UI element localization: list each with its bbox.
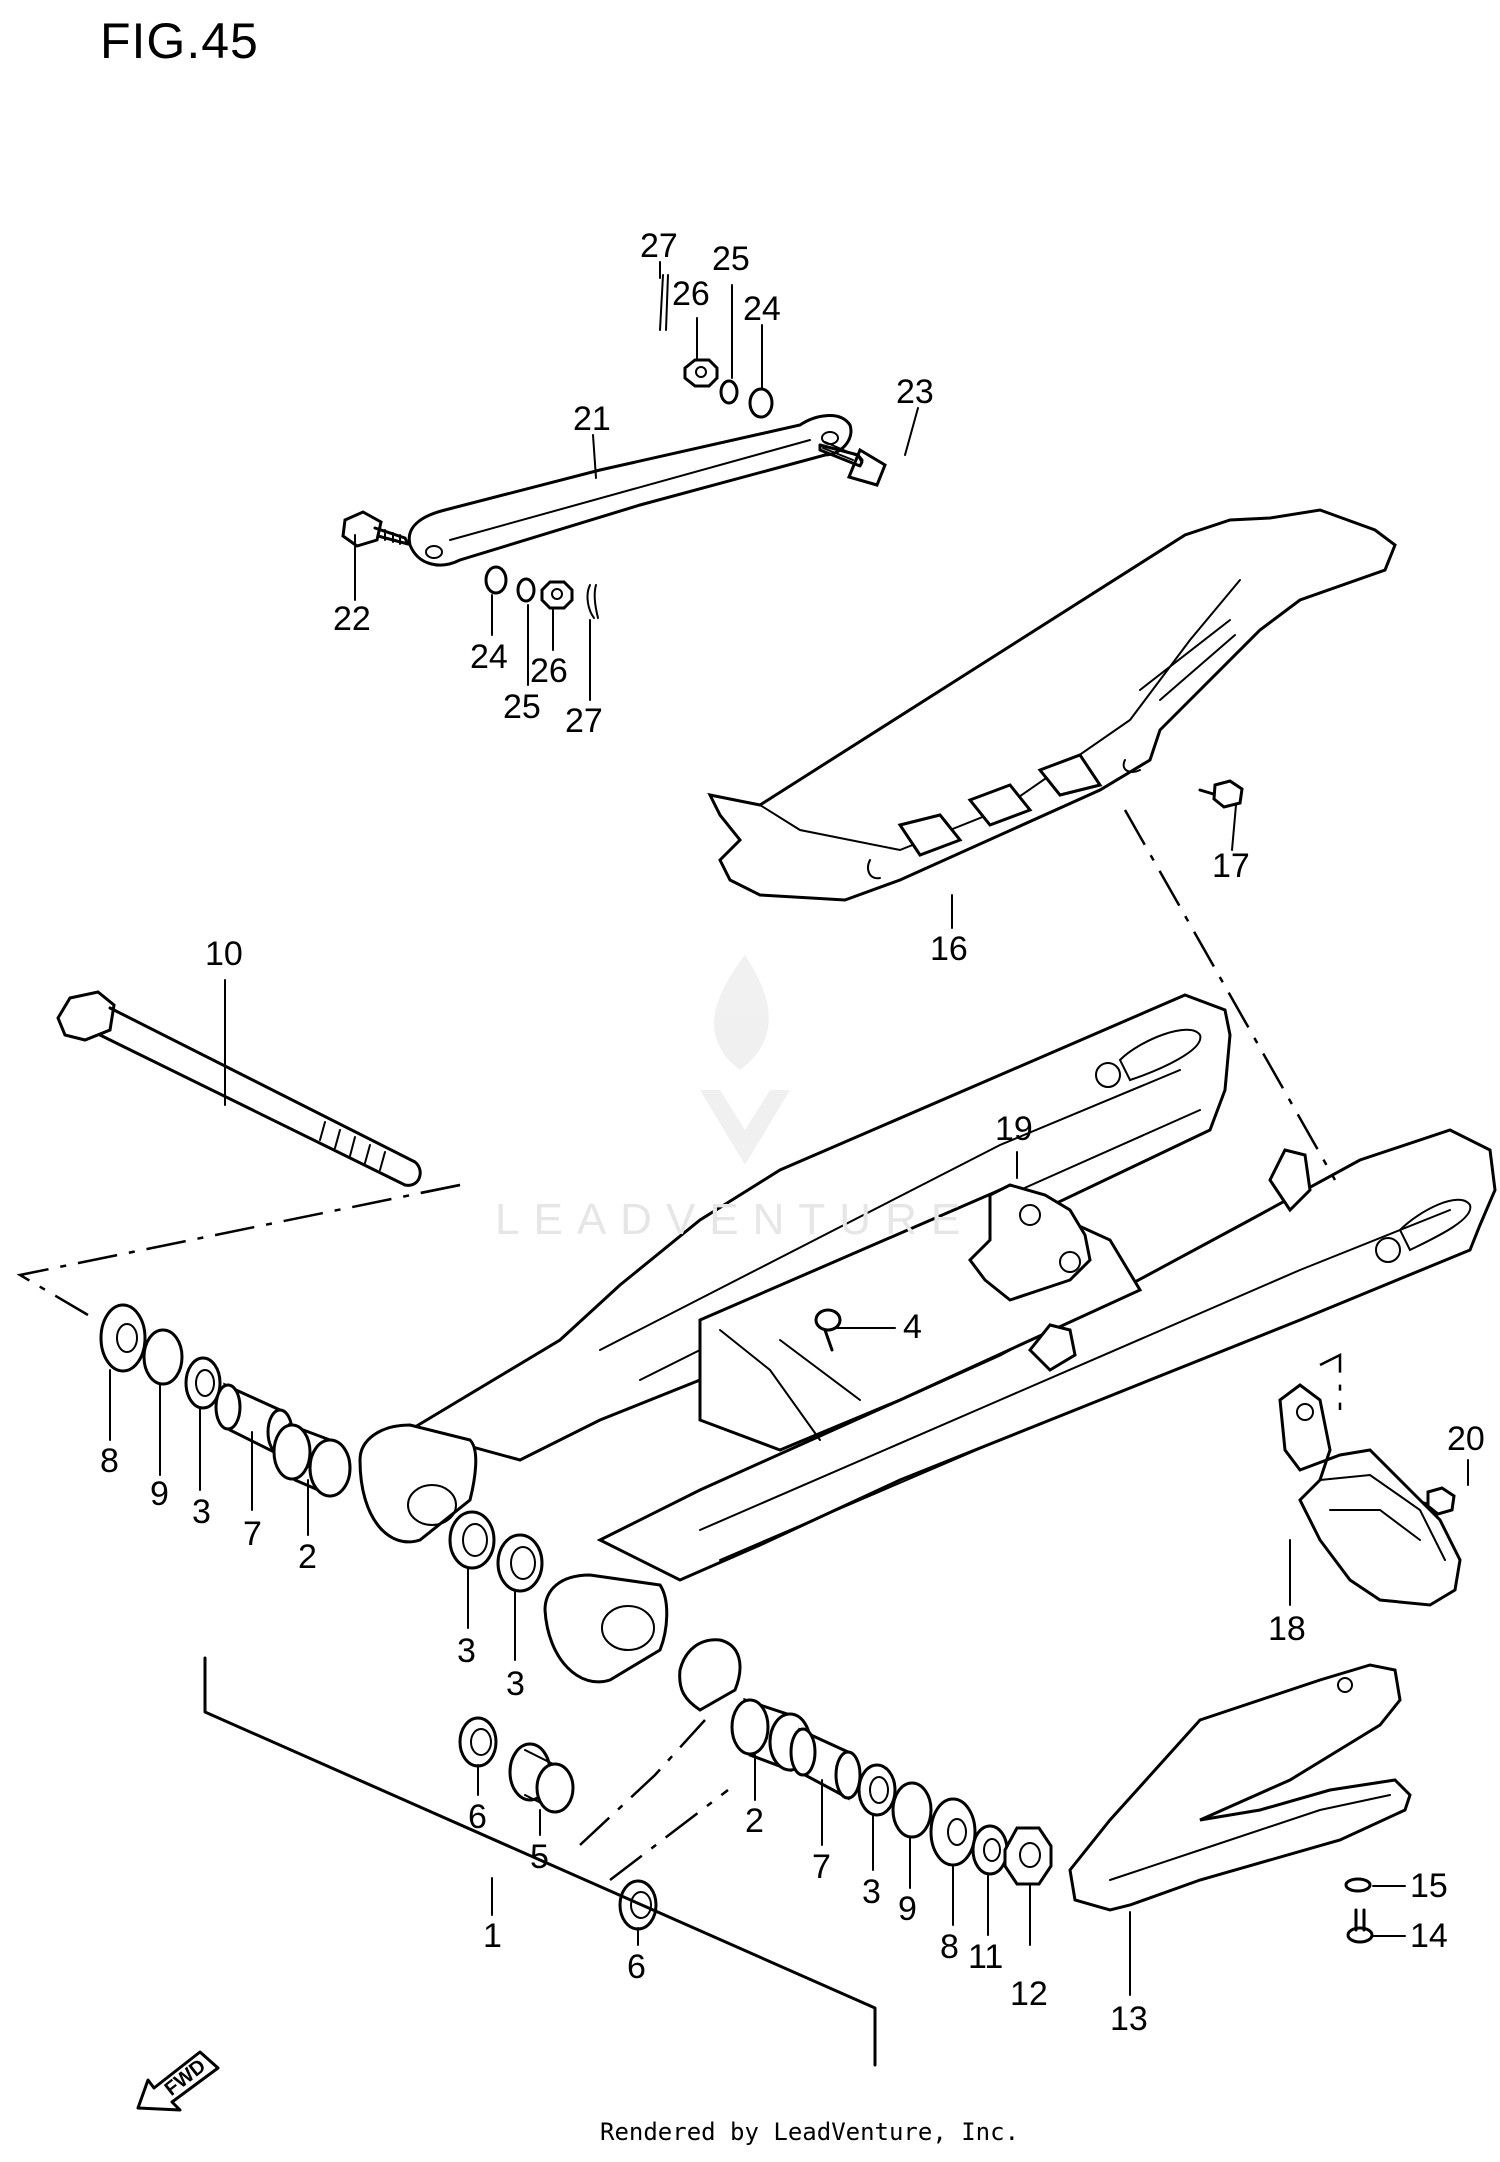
callout-3-pivot-a: 3	[457, 1632, 476, 1670]
part-11-washer	[971, 1824, 1009, 1876]
part-18-guard	[1278, 1383, 1462, 1607]
part-6-seal-a	[458, 1716, 498, 1768]
figure-title: FIG.45	[100, 13, 259, 69]
part-15-washer	[1344, 1877, 1372, 1893]
part-1-swingarm	[358, 993, 1497, 1712]
callout-25-top: 25	[712, 240, 750, 278]
callout-7-left: 7	[243, 1515, 262, 1553]
part-3-seal-left	[184, 1356, 222, 1410]
part-9-washer-left	[142, 1328, 184, 1386]
part-3-seal-right	[857, 1763, 897, 1817]
part-27-cotter-pin-top	[659, 274, 669, 331]
callout-27-bottom: 27	[565, 702, 603, 740]
callout-1: 1	[483, 1917, 502, 1955]
assembly-lines	[16, 809, 1342, 1881]
callout-6-b: 6	[627, 1948, 646, 1986]
footer-credit: Rendered by LeadVenture, Inc.	[600, 2118, 1020, 2146]
callout-13: 13	[1110, 2000, 1148, 2038]
callout-24-bottom: 24	[470, 638, 508, 676]
part-1-assembly-bracket	[203, 1656, 877, 2067]
part-3-seal-pivot-a	[448, 1510, 496, 1570]
part-25-lock-washer-bottom	[516, 577, 536, 603]
part-7-spacer-right	[789, 1727, 862, 1801]
part-19-bracket	[968, 1183, 1092, 1302]
callout-2-right: 2	[745, 1802, 764, 1840]
fwd-arrow-icon: FWD	[136, 2050, 220, 2112]
callout-16: 16	[930, 930, 968, 968]
callout-22: 22	[333, 600, 371, 638]
callout-8-right: 8	[940, 1928, 959, 1966]
callout-19: 19	[995, 1110, 1033, 1148]
callout-6-a: 6	[468, 1798, 487, 1836]
flame-v-logo-icon	[700, 955, 790, 1165]
part-8-thrust-washer-right	[929, 1797, 977, 1867]
part-24-washer-bottom	[484, 565, 508, 595]
callout-8-left: 8	[100, 1442, 119, 1480]
callout-9-left: 9	[150, 1475, 169, 1513]
part-23-bolt	[818, 441, 887, 487]
callout-27-top: 27	[640, 227, 678, 265]
callout-24-top: 24	[743, 290, 781, 328]
callout-26-top: 26	[672, 275, 710, 313]
callout-9-right: 9	[898, 1890, 917, 1928]
leader-lines	[109, 261, 1469, 1996]
callout-18: 18	[1268, 1610, 1306, 1648]
callout-17: 17	[1212, 847, 1250, 885]
part-25-lock-washer-top	[719, 379, 739, 405]
part-24-washer-top	[748, 387, 774, 419]
callout-7-right: 7	[812, 1848, 831, 1886]
part-5-needle-bearing	[508, 1742, 575, 1814]
part-26-nut-top	[683, 358, 719, 388]
part-3-seal-pivot-b	[496, 1533, 544, 1593]
part-4-screw	[814, 1308, 842, 1352]
part-27-cotter-pin-bottom	[586, 584, 599, 619]
part-9-washer-right	[891, 1781, 933, 1839]
part-6-seal-b	[618, 1879, 658, 1931]
callout-labels: 27 25 26 24 23 21 22 24 26 25 27 17 16 1…	[100, 227, 1485, 2038]
callout-15: 15	[1410, 1867, 1448, 1905]
part-16-chain-guard	[707, 508, 1397, 902]
part-22-bolt	[341, 510, 410, 548]
callout-21: 21	[573, 400, 611, 438]
part-26-nut-bottom	[540, 580, 574, 610]
callout-11: 11	[968, 1938, 1003, 1976]
part-14-bolt	[1346, 1908, 1374, 1944]
part-21-torque-link	[407, 414, 853, 567]
callout-12: 12	[1010, 1975, 1048, 2013]
callout-14: 14	[1410, 1917, 1448, 1955]
part-10-pivot-shaft	[56, 990, 422, 1187]
callout-23: 23	[896, 373, 934, 411]
part-12-nut	[1003, 1826, 1053, 1886]
callout-26-bottom: 26	[530, 652, 568, 690]
callout-3-pivot-b: 3	[506, 1665, 525, 1703]
callout-10: 10	[205, 935, 243, 973]
callout-4: 4	[903, 1308, 922, 1346]
watermark-text: LEADVENTURE	[495, 1195, 975, 1244]
part-8-thrust-washer-left	[99, 1303, 147, 1373]
part-17-bolt	[1198, 779, 1244, 809]
callout-3-right: 3	[862, 1873, 881, 1911]
callout-25-bottom: 25	[503, 688, 541, 726]
part-2-bearing-left	[272, 1422, 352, 1498]
part-13-chain-slider	[1068, 1663, 1412, 1912]
callout-2-left: 2	[298, 1538, 317, 1576]
callout-3-left: 3	[192, 1493, 211, 1531]
callout-20: 20	[1447, 1420, 1485, 1458]
callout-5: 5	[530, 1838, 549, 1876]
